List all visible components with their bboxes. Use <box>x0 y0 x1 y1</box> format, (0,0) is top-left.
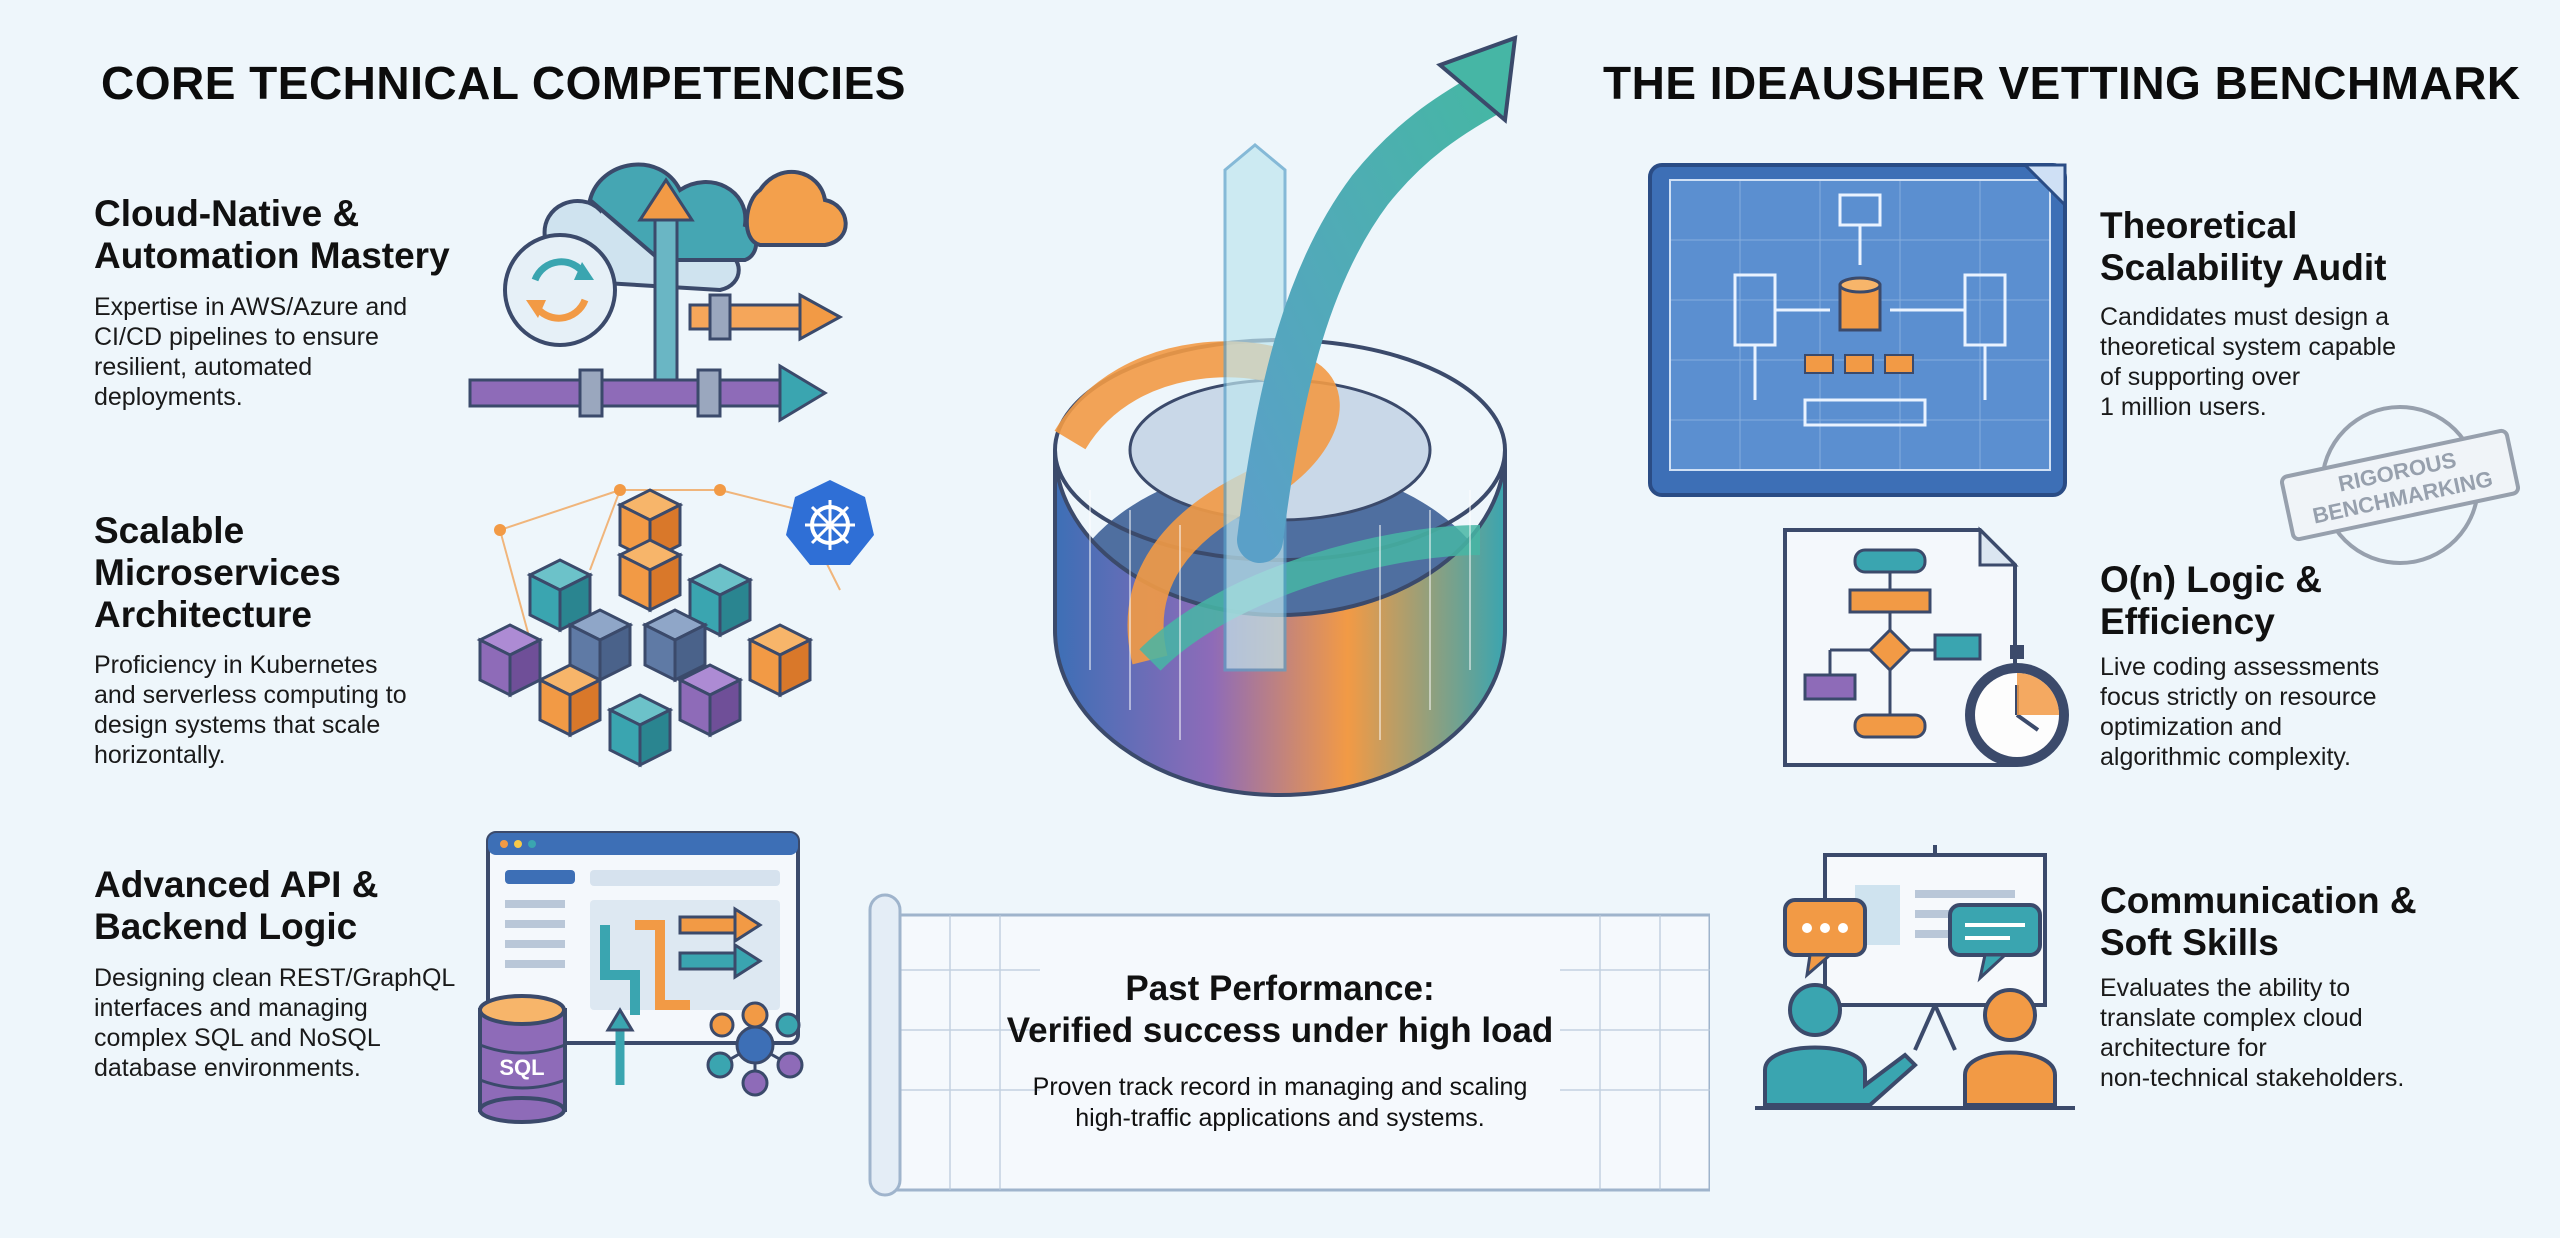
sql-label: SQL <box>499 1055 544 1080</box>
service-cubes <box>476 488 814 768</box>
stopwatch-icon <box>1965 645 2069 767</box>
growth-spiral-illustration <box>1053 35 1518 797</box>
right-heading: THE IDEAUSHER VETTING BENCHMARK <box>1603 57 2521 109</box>
past-performance-title: Past Performance:Verified success under … <box>1006 969 1554 1050</box>
benchmark-title-logic: O(n) Logic &Efficiency <box>2100 559 2322 642</box>
chat-bubble-icon <box>1783 898 2042 983</box>
blueprint-illustration <box>1648 163 2067 497</box>
data-flow-arrows <box>600 906 763 1085</box>
scroll-panel <box>868 893 1710 1197</box>
refresh-icon <box>503 233 617 347</box>
pipeline-arrows <box>468 177 844 423</box>
cloud-pipeline-illustration <box>468 162 848 423</box>
person-right-icon <box>1963 988 2057 1107</box>
benchmark-title-communication: Communication &Soft Skills <box>2100 880 2417 963</box>
growth-arrow <box>1237 35 1518 563</box>
competency-title-cloud: Cloud-Native &Automation Mastery <box>94 193 450 276</box>
microservices-illustration <box>476 480 874 768</box>
api-backend-illustration: SQL <box>478 831 804 1124</box>
left-heading: CORE TECHNICAL COMPETENCIES <box>101 57 906 109</box>
kubernetes-icon <box>786 480 874 565</box>
person-left-icon <box>1763 983 1918 1107</box>
database-node <box>1838 276 1882 332</box>
competency-title-api: Advanced API &Backend Logic <box>94 864 379 947</box>
rigorous-benchmarking-stamp: RIGOROUS BENCHMARKING <box>2280 405 2520 565</box>
communication-illustration <box>1755 845 2075 1110</box>
past-performance-desc: Proven track record in managing and scal… <box>1032 1073 1528 1132</box>
network-node-icon <box>706 1001 804 1097</box>
database-icon: SQL <box>478 994 567 1124</box>
flowchart-timer-illustration <box>1783 526 2069 767</box>
